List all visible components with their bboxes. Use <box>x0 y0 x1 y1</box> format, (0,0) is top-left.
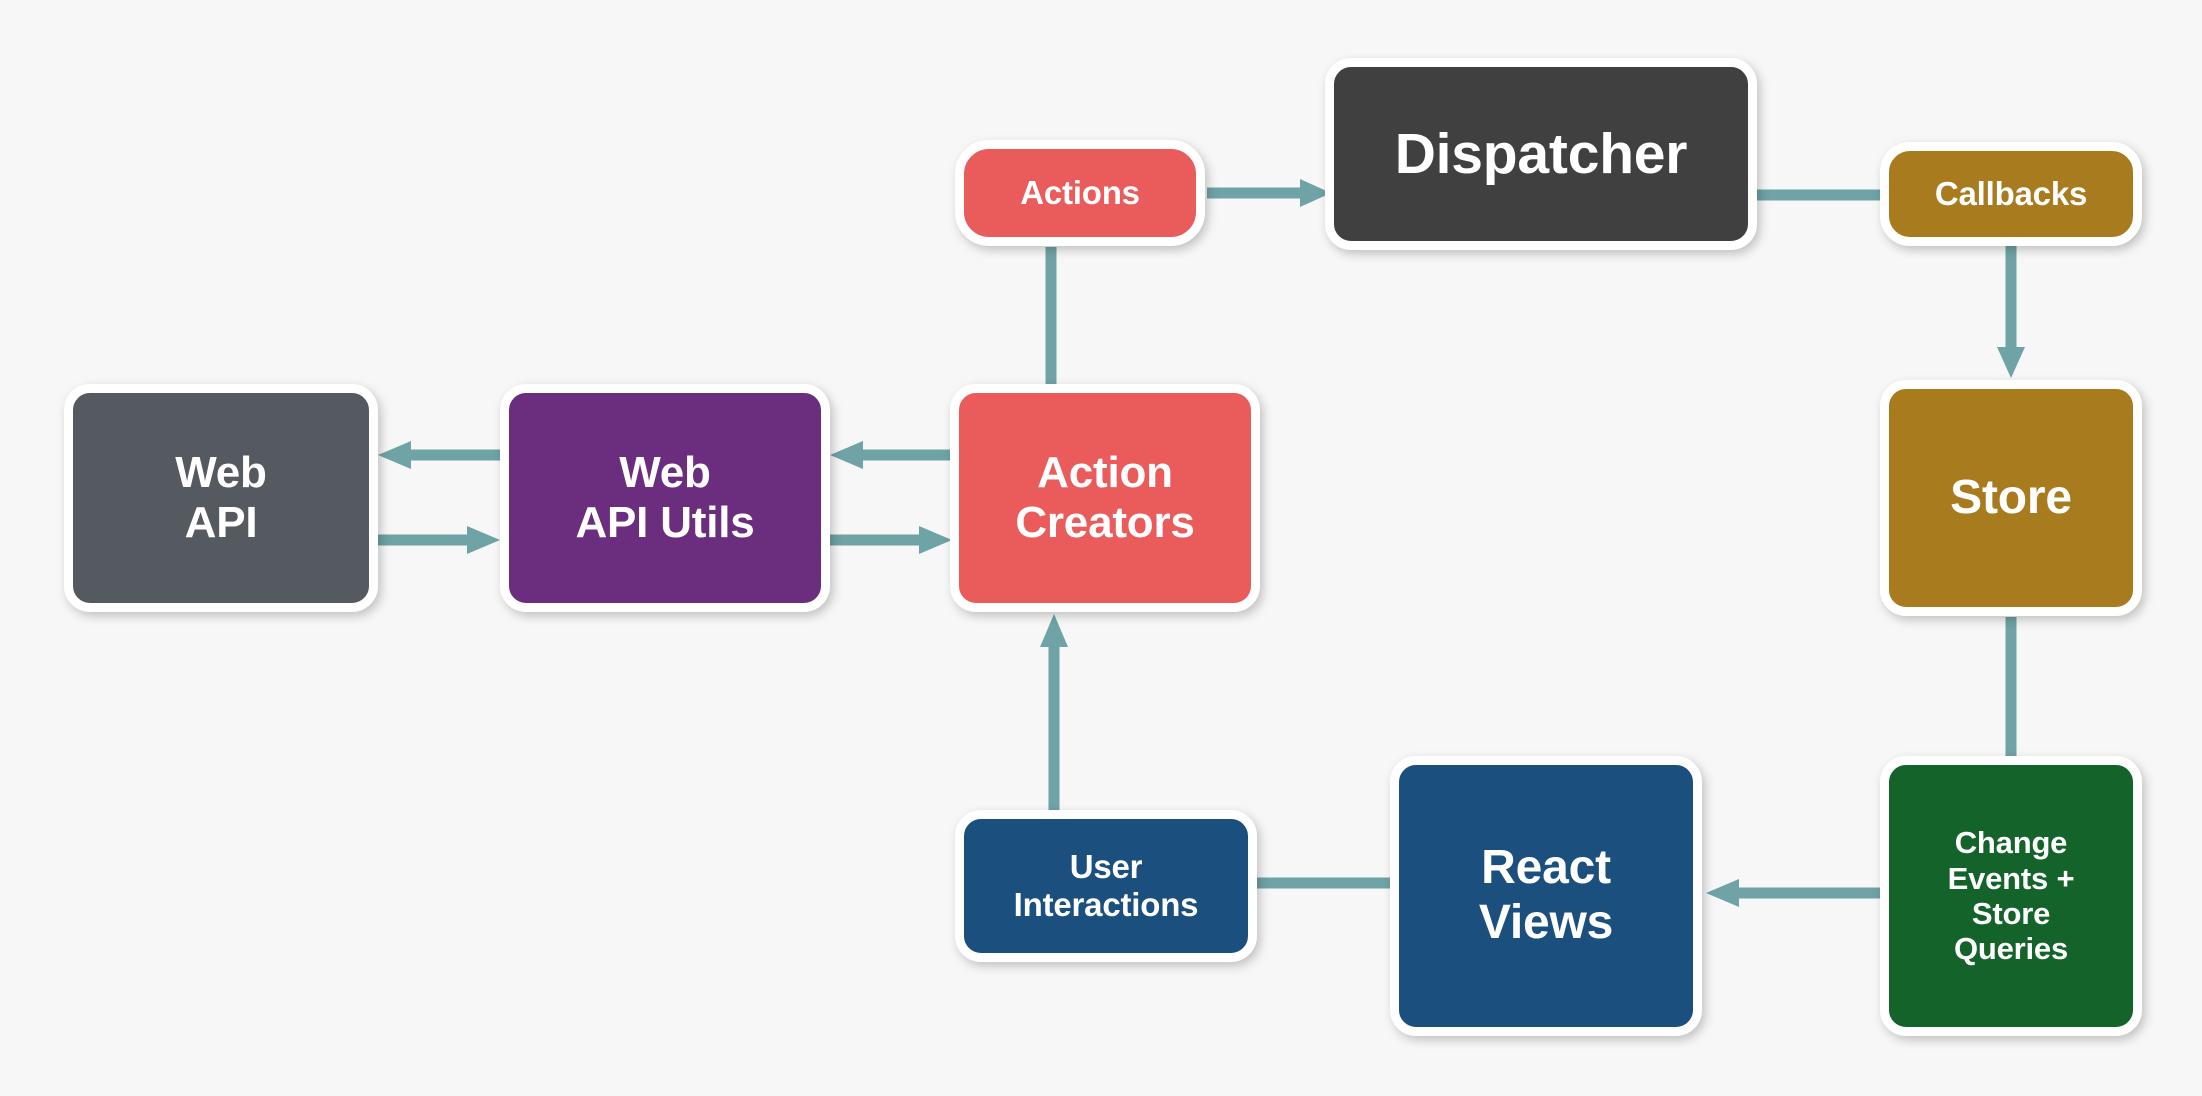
edge-web-api-utils-to-action-creators <box>828 523 954 557</box>
node-react-views[interactable]: React Views <box>1390 756 1702 1036</box>
edge-web-api-to-web-api-utils <box>376 523 502 557</box>
edge-react-views-to-user-interactions <box>1257 876 1391 890</box>
node-callbacks-label: Callbacks <box>1934 175 2088 213</box>
edge-callbacks-to-store <box>1994 246 2028 382</box>
node-web-api-utils[interactable]: Web API Utils <box>500 384 830 612</box>
node-user-interactions[interactable]: User Interactions <box>955 810 1257 962</box>
node-dispatcher[interactable]: Dispatcher <box>1325 58 1757 250</box>
edge-actions-to-dispatcher <box>1207 176 1335 210</box>
edge-web-api-utils-to-web-api <box>376 438 502 472</box>
node-web-api-label: Web API <box>175 447 267 547</box>
edge-action-creators-to-actions <box>1044 247 1058 387</box>
edge-action-creators-to-web-api-utils <box>828 438 954 472</box>
node-actions[interactable]: Actions <box>955 140 1205 246</box>
node-web-api-utils-label: Web API Utils <box>575 447 755 547</box>
node-change-events-label: Change Events + Store Queries <box>1947 825 2075 967</box>
edge-user-interactions-to-action-creators <box>1037 612 1071 812</box>
node-store[interactable]: Store <box>1880 380 2142 616</box>
edge-dispatcher-to-callbacks <box>1757 188 1883 202</box>
node-web-api[interactable]: Web API <box>64 384 378 612</box>
node-callbacks[interactable]: Callbacks <box>1880 142 2142 246</box>
node-change-events[interactable]: Change Events + Store Queries <box>1880 756 2142 1036</box>
node-store-label: Store <box>1950 470 2072 524</box>
node-dispatcher-label: Dispatcher <box>1394 121 1688 186</box>
node-actions-label: Actions <box>1020 174 1140 212</box>
node-action-creators-label: Action Creators <box>1015 447 1195 547</box>
edge-store-to-change-events <box>2004 617 2018 757</box>
node-react-views-label: React Views <box>1478 841 1614 949</box>
node-user-interactions-label: User Interactions <box>1013 848 1199 923</box>
edge-change-events-to-react-views <box>1702 876 1882 910</box>
node-action-creators[interactable]: Action Creators <box>950 384 1260 612</box>
